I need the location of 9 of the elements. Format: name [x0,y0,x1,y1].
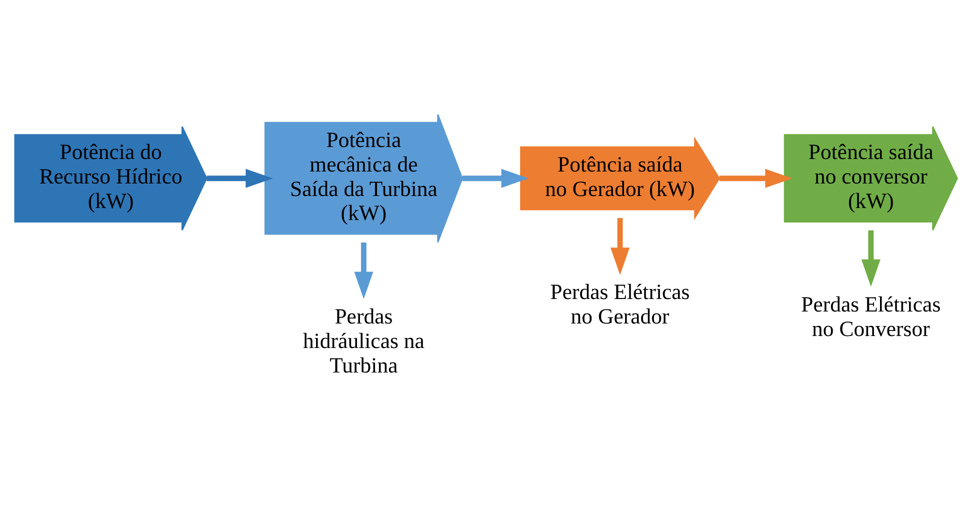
arrow [719,168,792,188]
arrow [861,230,880,286]
arrow [206,168,273,188]
arrow [354,242,374,299]
arrow [610,218,630,274]
arrow [462,168,529,188]
node-text: Perdas Elétricas no Gerador [550,280,690,328]
node-text: Perdas Elétricas no Conversor [801,292,941,340]
node-text: Perdas hidráulicas na Turbina [303,304,424,378]
